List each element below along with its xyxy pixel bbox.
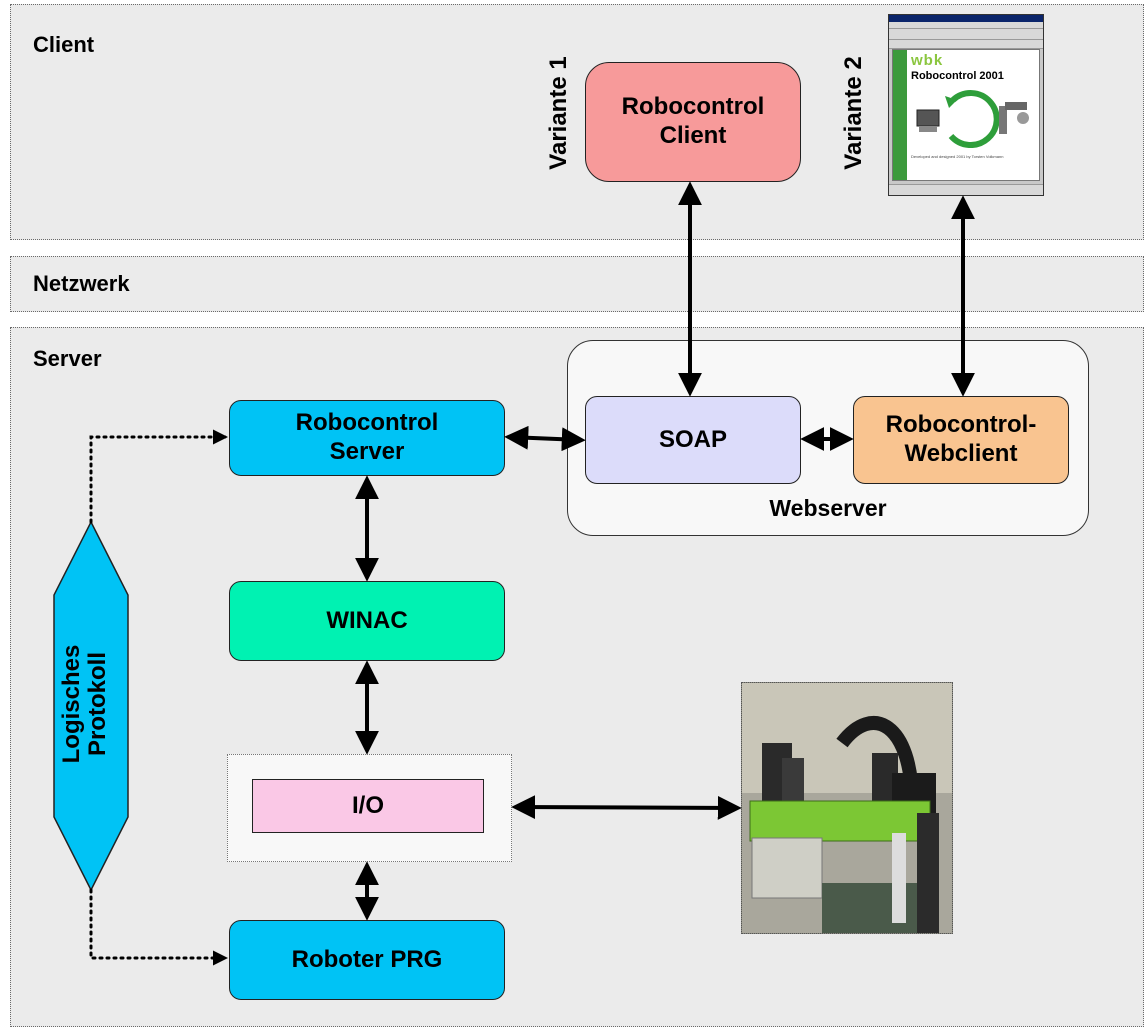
robocontrol-server-label: Robocontrol Server bbox=[295, 409, 439, 465]
arrow-io-robot bbox=[511, 795, 742, 820]
webserver-label: Webserver bbox=[769, 495, 887, 522]
robocontrol-client-label: Robocontrol Client bbox=[621, 93, 765, 149]
browser-toolbar bbox=[889, 29, 1043, 40]
robot-photo bbox=[741, 682, 953, 934]
io-box: I/O bbox=[252, 779, 484, 833]
netzwerk-layer-label: Netzwerk bbox=[33, 271, 130, 296]
page-logo: wbk bbox=[911, 52, 944, 69]
client-layer-label: Client bbox=[33, 32, 95, 57]
dotted-protocol-top bbox=[89, 429, 228, 524]
browser-statusbar bbox=[889, 184, 1043, 195]
page-footer: Developed and designed 2001 by Torsten V… bbox=[911, 154, 1004, 159]
winac-label: WINAC bbox=[326, 606, 408, 634]
robocontrol-webclient-box: Robocontrol- Webclient bbox=[853, 396, 1069, 484]
dotted-protocol-bottom bbox=[89, 888, 228, 966]
robocontrol-server-box: Robocontrol Server bbox=[229, 400, 505, 476]
server-layer-label: Server bbox=[33, 346, 102, 371]
browser-addressbar bbox=[889, 40, 1043, 49]
winac-box: WINAC bbox=[229, 581, 505, 661]
roboter-prg-box: Roboter PRG bbox=[229, 920, 505, 1000]
soap-label: SOAP bbox=[658, 425, 727, 453]
robocontrol-webclient-label: Robocontrol- Webclient bbox=[885, 411, 1037, 467]
soap-box: SOAP bbox=[585, 396, 801, 484]
robot-logo-icon bbox=[916, 90, 1029, 148]
roboter-prg-label: Roboter PRG bbox=[291, 945, 443, 973]
page-title: Robocontrol 2001 bbox=[911, 70, 1004, 82]
robot-arm-image bbox=[742, 683, 952, 933]
browser-titlebar bbox=[889, 15, 1043, 22]
browser-page: wbk Robocontrol 2001 Developed and desig… bbox=[892, 49, 1040, 181]
io-label: I/O bbox=[351, 791, 384, 819]
browser-menubar bbox=[889, 22, 1043, 29]
robocontrol-client-box: Robocontrol Client bbox=[585, 62, 801, 182]
page-green-band bbox=[893, 50, 907, 180]
browser-screenshot: wbk Robocontrol 2001 Developed and desig… bbox=[888, 14, 1044, 196]
arrow-server-soap bbox=[504, 425, 586, 452]
